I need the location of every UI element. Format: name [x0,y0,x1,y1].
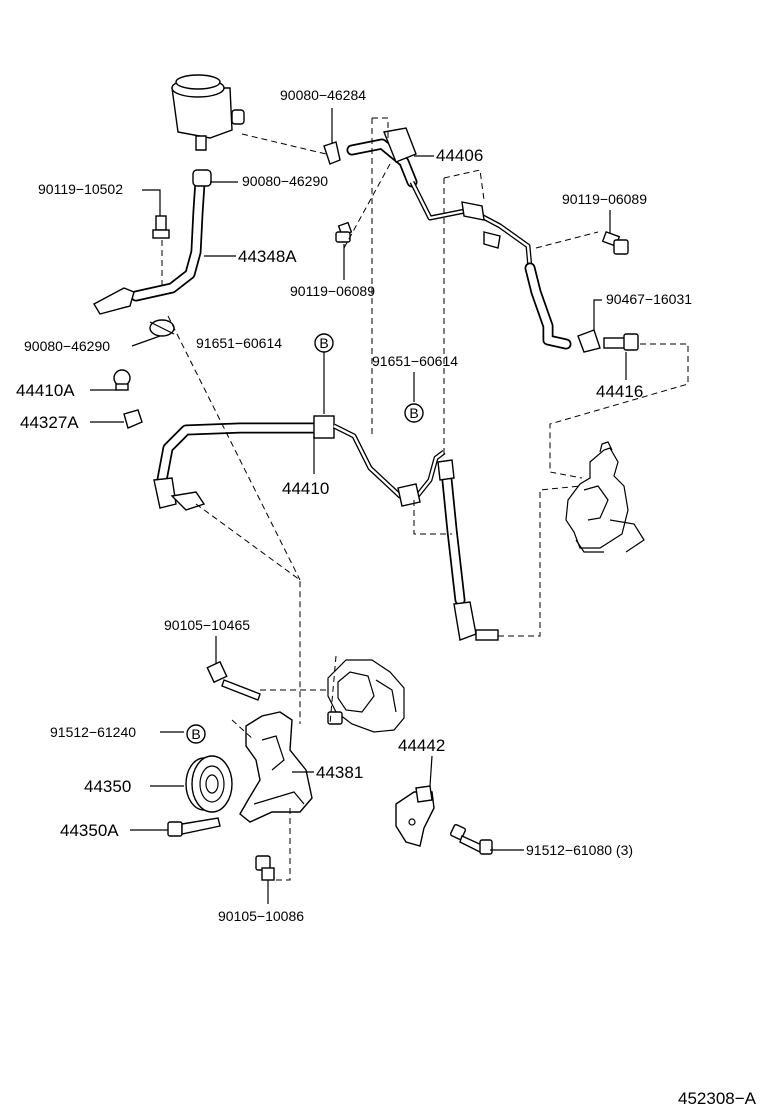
pressure-tube-44410[interactable] [153,415,499,641]
label-91651-60614-right: 91651−60614 [372,353,458,369]
reservoir-tank[interactable] [171,74,245,151]
return-pipe-44406[interactable] [346,127,572,350]
bolt-90119-10502[interactable] [152,215,170,239]
label-90119-06089-right: 90119−06089 [562,191,647,207]
clip-90467-16031[interactable] [577,329,601,353]
union-44416[interactable] [603,333,639,351]
label-90119-06089-mid: 90119−06089 [290,283,375,299]
label-44350a: 44350A [60,821,119,840]
label-90105-10086: 90105−10086 [218,908,304,924]
vane-pump [327,659,405,733]
hose-clamp-lower[interactable] [149,319,175,337]
bracket-44442[interactable] [395,785,435,847]
label-44442: 44442 [398,736,445,755]
label-44348a: 44348A [238,247,297,266]
label-90080-46284: 90080−46284 [280,87,366,103]
figure-id: 452308−A [678,1089,757,1108]
marker-b-top: B [314,333,334,353]
marker-b-mid-text: B [409,405,418,421]
label-44327a: 44327A [20,413,79,432]
grommet-44327a[interactable] [123,409,143,429]
bolt-90105-10465[interactable] [206,660,261,701]
label-44416: 44416 [596,382,643,401]
label-90467-16031: 90467−16031 [606,291,692,307]
cap-44410a[interactable] [113,369,131,391]
label-91651-60614-left: 91651−60614 [196,335,282,351]
marker-b-mid: B [404,403,424,423]
label-91512-61080: 91512−61080 (3) [526,842,633,858]
label-44410: 44410 [282,479,329,498]
pulley-44350[interactable] [185,755,233,813]
label-90080-46290-top: 90080−46290 [242,173,328,189]
hose-clamp-upper[interactable] [323,141,341,165]
label-90105-10465: 90105−10465 [164,617,250,633]
label-90119-10502: 90119−10502 [38,181,123,197]
label-44350: 44350 [84,777,131,796]
return-hose-44348a[interactable] [93,169,212,315]
marker-b-bottom: B [186,724,206,744]
pump-bracket-44381[interactable] [239,711,313,823]
label-44406: 44406 [436,146,483,165]
label-44410a: 44410A [16,381,75,400]
label-44381: 44381 [316,763,363,782]
marker-b-top-text: B [319,335,328,351]
bolt-90119-06089-mid[interactable] [335,221,353,243]
leader-lines [90,108,627,904]
label-91512-61240: 91512−61240 [50,724,136,740]
reference-lines [161,117,689,881]
bolt-91512-61080[interactable] [449,823,493,855]
bolt-90105-10086[interactable] [255,855,275,881]
steering-gear-housing [565,441,645,553]
label-90080-46290-left: 90080−46290 [24,338,110,354]
bolt-90119-06089-right[interactable] [601,231,629,255]
marker-b-bottom-text: B [191,726,200,742]
bolt-44350a[interactable] [167,817,221,837]
